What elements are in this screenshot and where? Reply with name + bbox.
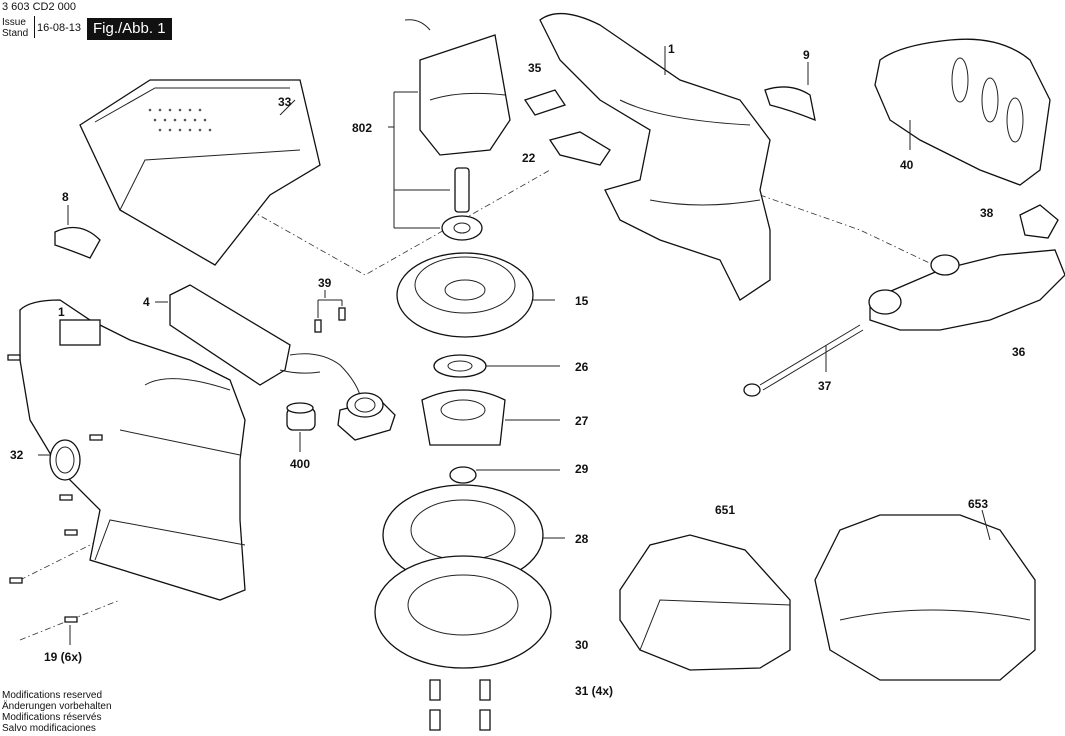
part-400-cylinder bbox=[286, 402, 316, 452]
switch-part-4 bbox=[155, 284, 361, 396]
part-22-slider bbox=[548, 131, 611, 166]
washer-part-26 bbox=[433, 354, 560, 378]
part-29-nub bbox=[449, 466, 560, 484]
stand-label: Stand bbox=[2, 28, 29, 39]
label-part-400: 400 bbox=[290, 457, 311, 471]
label-part-8: 8 bbox=[62, 190, 69, 204]
part-35-block bbox=[523, 89, 567, 116]
cover-part-40 bbox=[874, 38, 1051, 186]
label-part-15: 15 bbox=[575, 294, 589, 308]
hose-part-36 bbox=[868, 249, 1065, 331]
figure-label: Fig./Abb. 1 bbox=[87, 18, 172, 40]
pad-part-30 bbox=[374, 555, 552, 669]
footer-line-1: Modifications reserved bbox=[2, 690, 103, 701]
part-8-shape bbox=[54, 226, 101, 259]
housing-top-part-1 bbox=[539, 12, 771, 301]
fan-part-15 bbox=[396, 252, 555, 338]
label-part-19: 19 (6x) bbox=[44, 650, 83, 664]
label-part-36: 36 bbox=[1012, 345, 1026, 359]
label-part-40: 40 bbox=[900, 158, 914, 172]
case-part-651 bbox=[619, 534, 791, 671]
issue-bracket bbox=[30, 16, 35, 38]
label-part-28: 28 bbox=[575, 532, 589, 546]
footer-line-2: Änderungen vorbehalten bbox=[2, 701, 112, 712]
label-part-31: 31 (4x) bbox=[575, 684, 614, 698]
label-part-38: 38 bbox=[980, 206, 994, 220]
case-part-653 bbox=[814, 509, 1036, 681]
part-9-strip bbox=[764, 86, 816, 122]
footer-notes: Modifications reserved Änderungen vorbeh… bbox=[2, 690, 112, 734]
rod-part-37 bbox=[743, 324, 864, 397]
dust-box-part-33 bbox=[79, 79, 321, 266]
doc-number: 3 603 CD2 000 bbox=[2, 1, 76, 13]
label-part-22: 22 bbox=[522, 151, 536, 165]
label-part-26: 26 bbox=[575, 360, 589, 374]
label-part-30: 30 bbox=[575, 638, 589, 652]
label-part-1-top: 1 bbox=[668, 42, 675, 56]
label-part-9: 9 bbox=[803, 48, 810, 62]
label-part-4: 4 bbox=[143, 295, 150, 309]
label-part-29: 29 bbox=[575, 462, 589, 476]
motor-part-802 bbox=[388, 19, 511, 241]
screws-part-19 bbox=[7, 354, 103, 645]
housing-left-part-1 bbox=[19, 299, 246, 601]
label-part-651: 651 bbox=[715, 503, 736, 517]
label-part-27: 27 bbox=[575, 414, 589, 428]
label-part-32: 32 bbox=[10, 448, 24, 462]
issue-label: Issue bbox=[2, 17, 26, 28]
pins-part-39 bbox=[314, 290, 346, 333]
footer-line-4: Salvo modificaciones bbox=[2, 723, 96, 734]
screws-part-31 bbox=[429, 679, 491, 731]
part-38-knob bbox=[1019, 204, 1059, 239]
housing-part-27 bbox=[421, 389, 560, 446]
ring-part-28 bbox=[382, 484, 565, 586]
label-part-653: 653 bbox=[968, 497, 989, 511]
label-part-1-left: 1 bbox=[58, 305, 65, 319]
issue-date: 16-08-13 bbox=[37, 22, 82, 34]
label-part-802: 802 bbox=[352, 121, 373, 135]
ring-part-32 bbox=[49, 439, 81, 481]
sensor-block bbox=[337, 392, 396, 441]
label-part-35: 35 bbox=[528, 61, 542, 75]
label-part-33: 33 bbox=[278, 95, 292, 109]
footer-line-3: Modifications réservés bbox=[2, 712, 102, 723]
label-part-37: 37 bbox=[818, 379, 832, 393]
label-part-39: 39 bbox=[318, 276, 332, 290]
